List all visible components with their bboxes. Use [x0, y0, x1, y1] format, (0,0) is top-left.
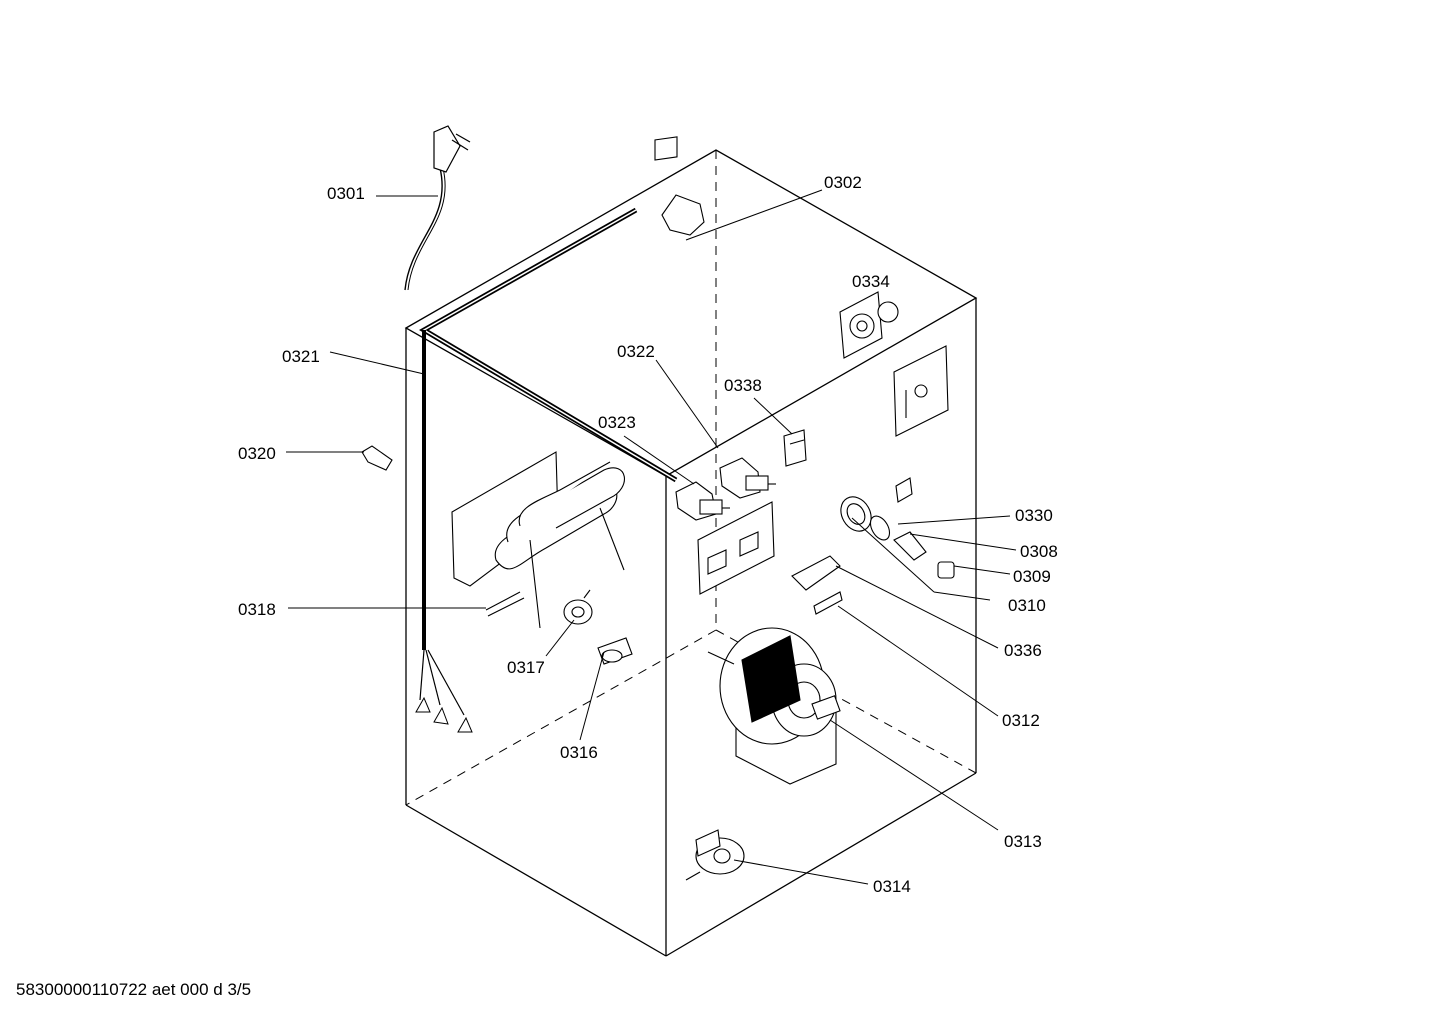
drawing-reference-number: 58300000110722 aet 000 d 3/5 — [16, 980, 252, 999]
wiring-harness — [415, 207, 678, 733]
part-label-0338: 0338 — [724, 376, 762, 395]
part-label-0336: 0336 — [1004, 641, 1042, 660]
part-label-0322: 0322 — [617, 342, 655, 361]
part-labels: 0301 0302 0334 0321 0322 0338 0323 0320 … — [238, 173, 1058, 896]
part-label-0316: 0316 — [560, 743, 598, 762]
part-label-0309: 0309 — [1013, 567, 1051, 586]
part-label-0308: 0308 — [1020, 542, 1058, 561]
hidden-edges — [405, 150, 977, 806]
valve-part-upper — [719, 457, 776, 499]
motor — [707, 627, 841, 785]
side-clip — [361, 445, 393, 471]
part-label-0310: 0310 — [1008, 596, 1046, 615]
part-label-0312: 0312 — [1002, 711, 1040, 730]
leader-lines — [286, 189, 1017, 885]
heating-element — [451, 451, 625, 629]
part-label-0314: 0314 — [873, 877, 911, 896]
relay-parts — [791, 555, 843, 615]
part-label-0330: 0330 — [1015, 506, 1053, 525]
timer-module — [839, 291, 899, 359]
power-cord-plug — [404, 125, 471, 291]
part-label-0317: 0317 — [507, 658, 545, 677]
switch-plate — [697, 501, 775, 595]
part-label-0313: 0313 — [1004, 832, 1042, 851]
connector-part — [783, 429, 807, 467]
part-label-0334: 0334 — [852, 272, 890, 291]
part-label-0318: 0318 — [238, 600, 276, 619]
mounting-plate — [893, 345, 949, 437]
thermostat-0317 — [563, 589, 593, 625]
part-label-0320: 0320 — [238, 444, 276, 463]
part-label-0323: 0323 — [598, 413, 636, 432]
pressure-switch-group — [840, 477, 955, 579]
thermostat-0316 — [597, 637, 633, 665]
part-label-0321: 0321 — [282, 347, 320, 366]
part-label-0302: 0302 — [824, 173, 862, 192]
valve-part-lower — [675, 481, 730, 521]
part-label-0301: 0301 — [327, 184, 365, 203]
cabinet-outline — [404, 149, 978, 957]
clip-part — [654, 136, 705, 236]
door-lock — [685, 829, 745, 881]
